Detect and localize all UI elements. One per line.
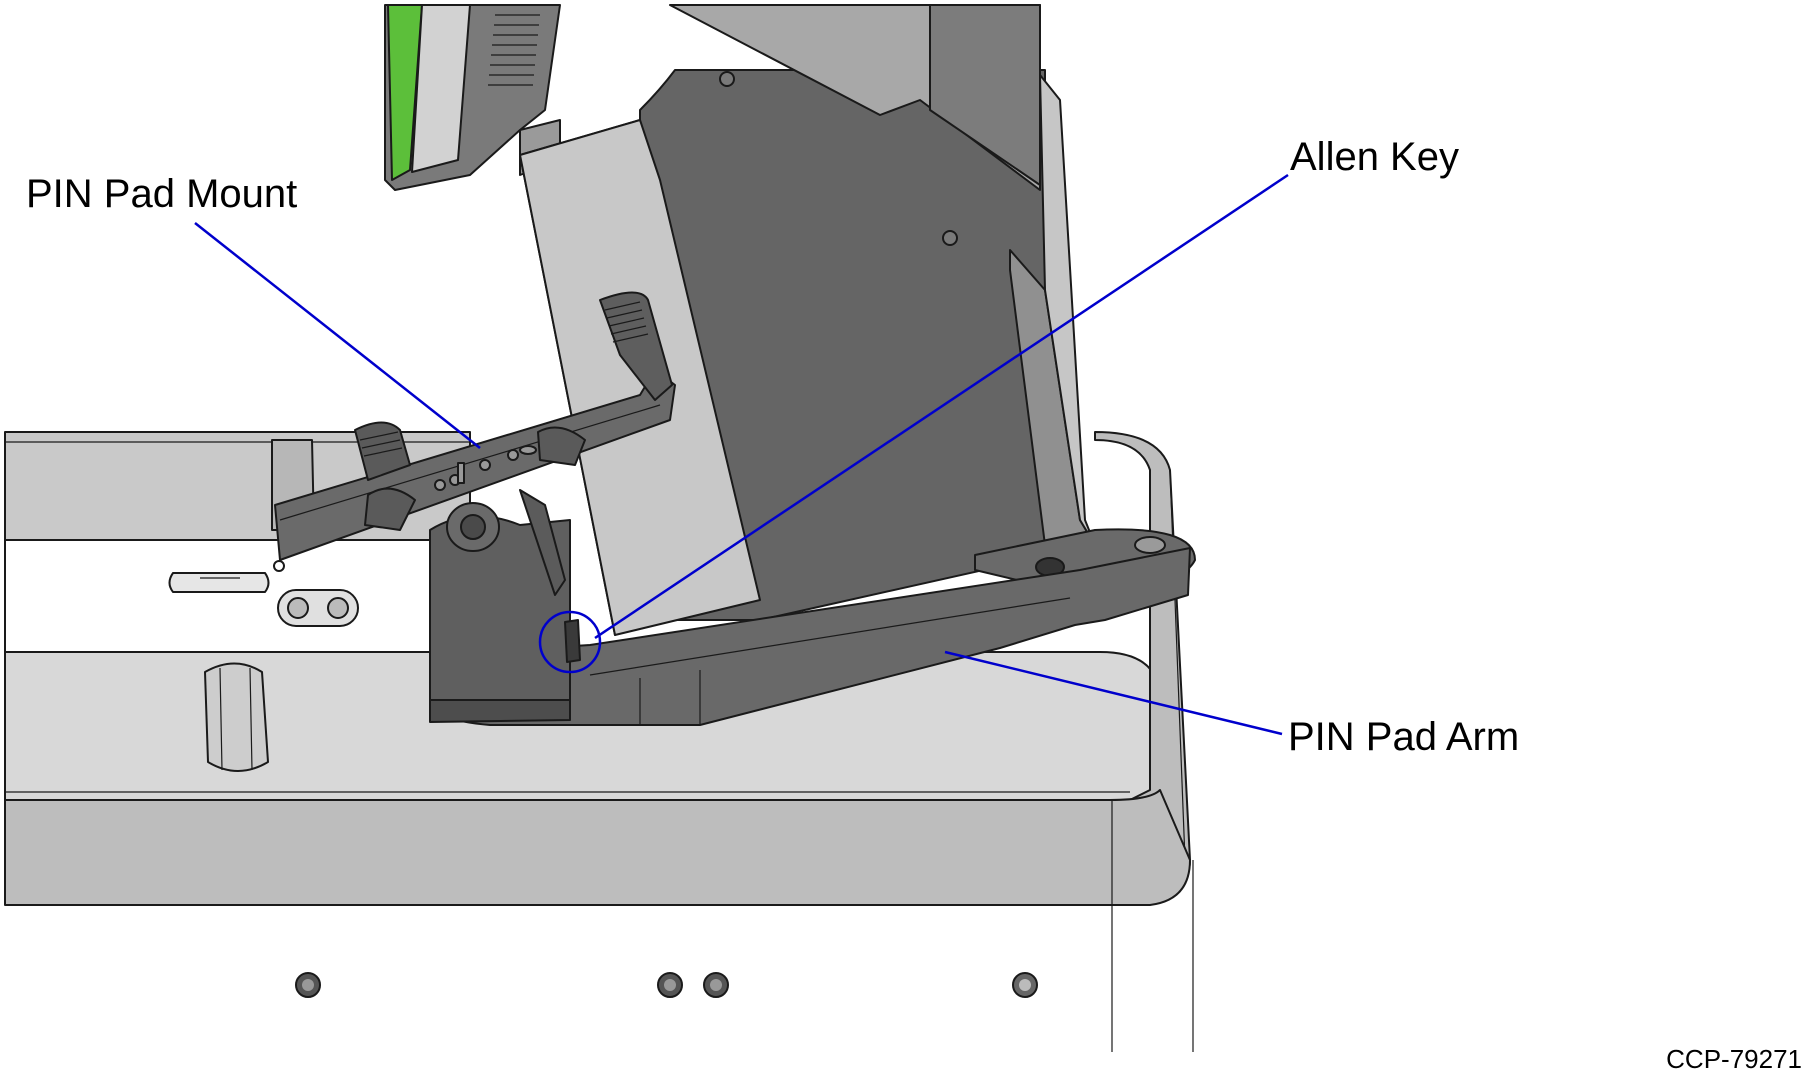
allen-key	[564, 619, 581, 663]
screw-icon	[657, 972, 683, 998]
label-pin-pad-mount: PIN Pad Mount	[26, 172, 297, 216]
allen-key-leader	[594, 173, 1289, 640]
pin-pad-mount	[273, 291, 676, 572]
label-allen-key: Allen Key	[1290, 135, 1459, 179]
monitor	[384, 4, 561, 191]
screw-icon	[1012, 972, 1038, 998]
screw-icon	[295, 972, 321, 998]
callout-leaders	[194, 173, 1289, 736]
pin-pad-arm	[429, 489, 1196, 726]
allen-key-highlight-circle	[538, 610, 602, 674]
screw-icon	[703, 972, 729, 998]
label-pin-pad-arm: PIN Pad Arm	[1288, 715, 1519, 759]
figure-code: CCP-79271	[1666, 1044, 1802, 1074]
